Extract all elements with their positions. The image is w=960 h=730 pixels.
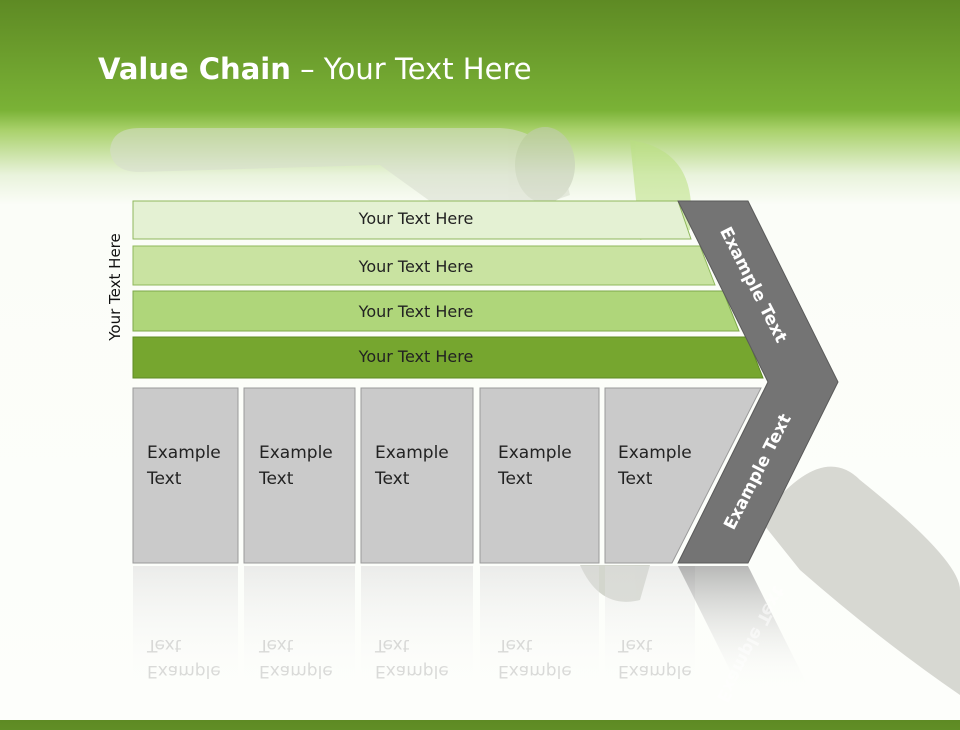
box-2-line2: Text (259, 469, 294, 489)
box-3-shape (360, 387, 474, 564)
title-rest: – Your Text Here (290, 52, 532, 86)
box-4-reflection (480, 566, 599, 691)
box-5-line1: Example (618, 443, 692, 463)
band-3-shape (132, 290, 740, 332)
box-4-line2: Text (498, 469, 533, 489)
band-4-label: Your Text Here (358, 347, 474, 366)
box-2-shape (243, 387, 356, 564)
box-1-line2: Text (147, 469, 182, 489)
box-3-line2: Text (375, 469, 410, 489)
box-2-line1: Example (259, 443, 333, 463)
box-4-label: Example Text (498, 440, 572, 492)
box-1-reflection-label: Example Text (147, 632, 221, 684)
band-2-label: Your Text Here (358, 257, 474, 276)
box-4-reflection-label: Example Text (498, 632, 572, 684)
box-3-reflection-line1: Example (375, 661, 449, 681)
box-2-reflection-line1: Example (259, 661, 333, 681)
box-3-label: Example Text (375, 440, 449, 492)
box-1-line1: Example (147, 443, 221, 463)
box-5-shape (604, 387, 762, 564)
box-5-reflection-label: Example Text (618, 632, 692, 684)
band-1-label: Your Text Here (358, 209, 474, 228)
box-4-reflection-line1: Example (498, 661, 572, 681)
box-5-label: Example Text (618, 440, 692, 492)
page-title: Value Chain – Your Text Here (98, 52, 532, 86)
box-5-reflection-line1: Example (618, 661, 692, 681)
side-label: Your Text Here (106, 233, 124, 341)
title-bold: Value Chain (98, 52, 291, 86)
band-2-shape (132, 245, 716, 286)
box-5-reflection (605, 566, 695, 691)
box-3-line1: Example (375, 443, 449, 463)
box-5-line2: Text (618, 469, 653, 489)
band-4-shape (132, 336, 764, 379)
box-2-reflection-label: Example Text (259, 632, 333, 684)
box-1-label: Example Text (147, 440, 221, 492)
box-1-reflection (133, 566, 238, 691)
chevron-arrow-shape (677, 200, 839, 564)
box-3-reflection-line2: Text (375, 635, 410, 655)
chevron-reflection (678, 566, 810, 690)
box-1-shape (132, 387, 239, 564)
box-2-label: Example Text (259, 440, 333, 492)
box-3-reflection (361, 566, 473, 691)
box-3-reflection-label: Example Text (375, 632, 449, 684)
box-4-reflection-line2: Text (498, 635, 533, 655)
box-5-reflection-line2: Text (618, 635, 653, 655)
box-2-reflection-line2: Text (259, 635, 294, 655)
box-4-line1: Example (498, 443, 572, 463)
box-2-reflection (244, 566, 355, 691)
band-1-shape (132, 200, 692, 240)
band-3-label: Your Text Here (358, 302, 474, 321)
box-4-shape (479, 387, 600, 564)
box-1-reflection-line2: Text (147, 635, 182, 655)
box-1-reflection-line1: Example (147, 661, 221, 681)
